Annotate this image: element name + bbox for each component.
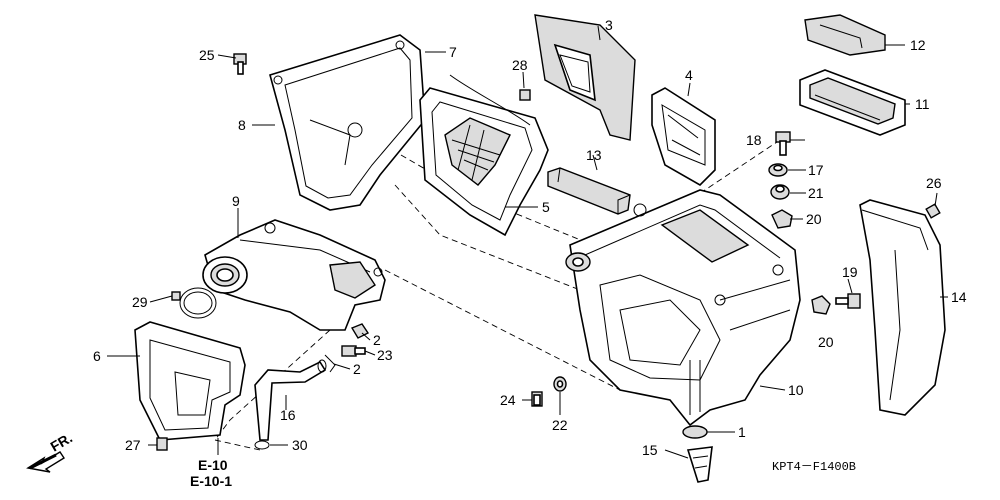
drain-plug-15	[686, 446, 713, 483]
callout-25: 25	[199, 47, 215, 63]
callout-5: 5	[542, 199, 550, 215]
clip-2b	[324, 354, 336, 373]
front-direction-arrow: FR.	[26, 429, 76, 473]
callout-10: 10	[788, 382, 804, 398]
callout-labels: 25 7 8 28 3 4 12 11 18 17 21 20 26 19 14…	[93, 17, 967, 458]
nut-20b	[811, 295, 831, 315]
callout-13: 13	[586, 147, 602, 163]
screw-23	[341, 345, 366, 357]
bolt-27	[156, 437, 168, 451]
reference-e-10: E-10	[198, 457, 228, 473]
callout-18: 18	[746, 132, 762, 148]
clip-28	[519, 89, 531, 101]
funnel-11	[799, 69, 906, 136]
callout-30: 30	[292, 437, 308, 453]
callout-14: 14	[951, 289, 967, 305]
callout-16: 16	[280, 407, 296, 423]
callout-17: 17	[808, 162, 824, 178]
callout-26: 26	[926, 175, 942, 191]
drain-tube-16	[254, 359, 327, 441]
hose-clamp-29	[171, 287, 217, 319]
callout-28: 28	[512, 57, 528, 73]
element-frame	[651, 87, 716, 186]
funnel-12	[804, 14, 886, 56]
callout-19: 19	[842, 264, 858, 280]
callout-21: 21	[808, 185, 824, 201]
callout-29: 29	[132, 294, 148, 310]
side-cover-14	[859, 199, 946, 416]
callout-15: 15	[642, 442, 658, 458]
nut-20a	[771, 209, 793, 229]
bolt-24	[531, 391, 543, 407]
intake-duct-9	[202, 219, 386, 331]
callout-1: 1	[738, 424, 746, 440]
air-cleaner-cover	[269, 34, 426, 211]
air-filter-element	[534, 14, 636, 141]
callout-2a: 2	[373, 332, 381, 348]
callout-2b: 2	[353, 361, 361, 377]
air-cleaner-case	[565, 189, 801, 427]
callout-20a: 20	[806, 211, 822, 227]
callout-11: 11	[915, 96, 930, 112]
clip-1	[682, 425, 708, 439]
callout-20b: 20	[818, 334, 834, 350]
callout-27: 27	[125, 437, 141, 453]
washer-22	[553, 376, 567, 392]
callout-3: 3	[605, 17, 613, 33]
diagram-code: KPT4－F1400B	[772, 460, 856, 474]
bolt-26	[925, 203, 941, 219]
bolt-18	[775, 131, 791, 156]
callout-6: 6	[93, 348, 101, 364]
element-holder-frame	[419, 74, 549, 237]
grommet-21	[770, 184, 790, 200]
grommet-17	[768, 163, 788, 177]
callout-24: 24	[500, 392, 516, 408]
callout-8: 8	[238, 117, 246, 133]
callout-22: 22	[552, 417, 568, 433]
callout-12: 12	[910, 37, 926, 53]
foam-seal-13	[547, 167, 631, 215]
callout-23: 23	[377, 347, 393, 363]
callout-4: 4	[685, 67, 693, 83]
leader-lines	[107, 25, 948, 459]
callout-7: 7	[449, 44, 457, 60]
bolt-19	[835, 293, 861, 309]
bottom-cover-6	[134, 321, 246, 441]
callout-9: 9	[232, 193, 240, 209]
bolt-25	[233, 53, 247, 75]
clip-30	[254, 440, 270, 450]
front-direction-label: FR.	[48, 429, 76, 454]
reference-e-10-1: E-10-1	[190, 473, 232, 489]
